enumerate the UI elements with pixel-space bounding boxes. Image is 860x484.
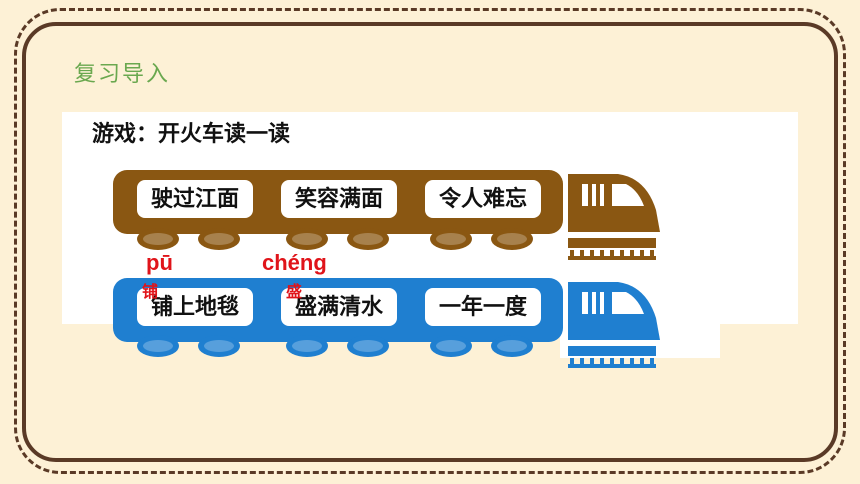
wheel [491,335,533,357]
pinyin-pu: pū [146,250,173,275]
dashed-frame [14,8,846,474]
train-front-icon [568,174,660,260]
train-car-2[interactable]: 笑容满面 [281,180,397,218]
wheel [286,335,328,357]
train-car-1[interactable]: 驶过江面 [137,180,253,218]
red-char-pu: 铺 [142,282,159,301]
red-char-cheng: 盛 [286,282,303,301]
content-frame [22,22,838,462]
wheel [491,228,533,250]
section-title: 复习导入 [74,62,171,87]
wheel [347,335,389,357]
wheel [430,335,472,357]
pinyin-cheng: chéng [262,250,327,275]
wheel [286,228,328,250]
train-car-5[interactable]: 盛满清水 [281,288,397,326]
train-front-icon [568,282,660,368]
wheel [137,228,179,250]
wheel [198,228,240,250]
wheel [430,228,472,250]
game-title: 游戏：开火车读一读 [92,121,291,147]
train-car-3[interactable]: 令人难忘 [425,180,541,218]
train-car-4[interactable]: 铺上地毯 [137,288,253,326]
brown-train: 驶过江面 笑容满面 令人难忘 [113,170,563,234]
train-car-6[interactable]: 一年一度 [425,288,541,326]
wheel [347,228,389,250]
wheel [198,335,240,357]
wheel [137,335,179,357]
blue-train: 铺上地毯 盛满清水 一年一度 [113,278,563,342]
